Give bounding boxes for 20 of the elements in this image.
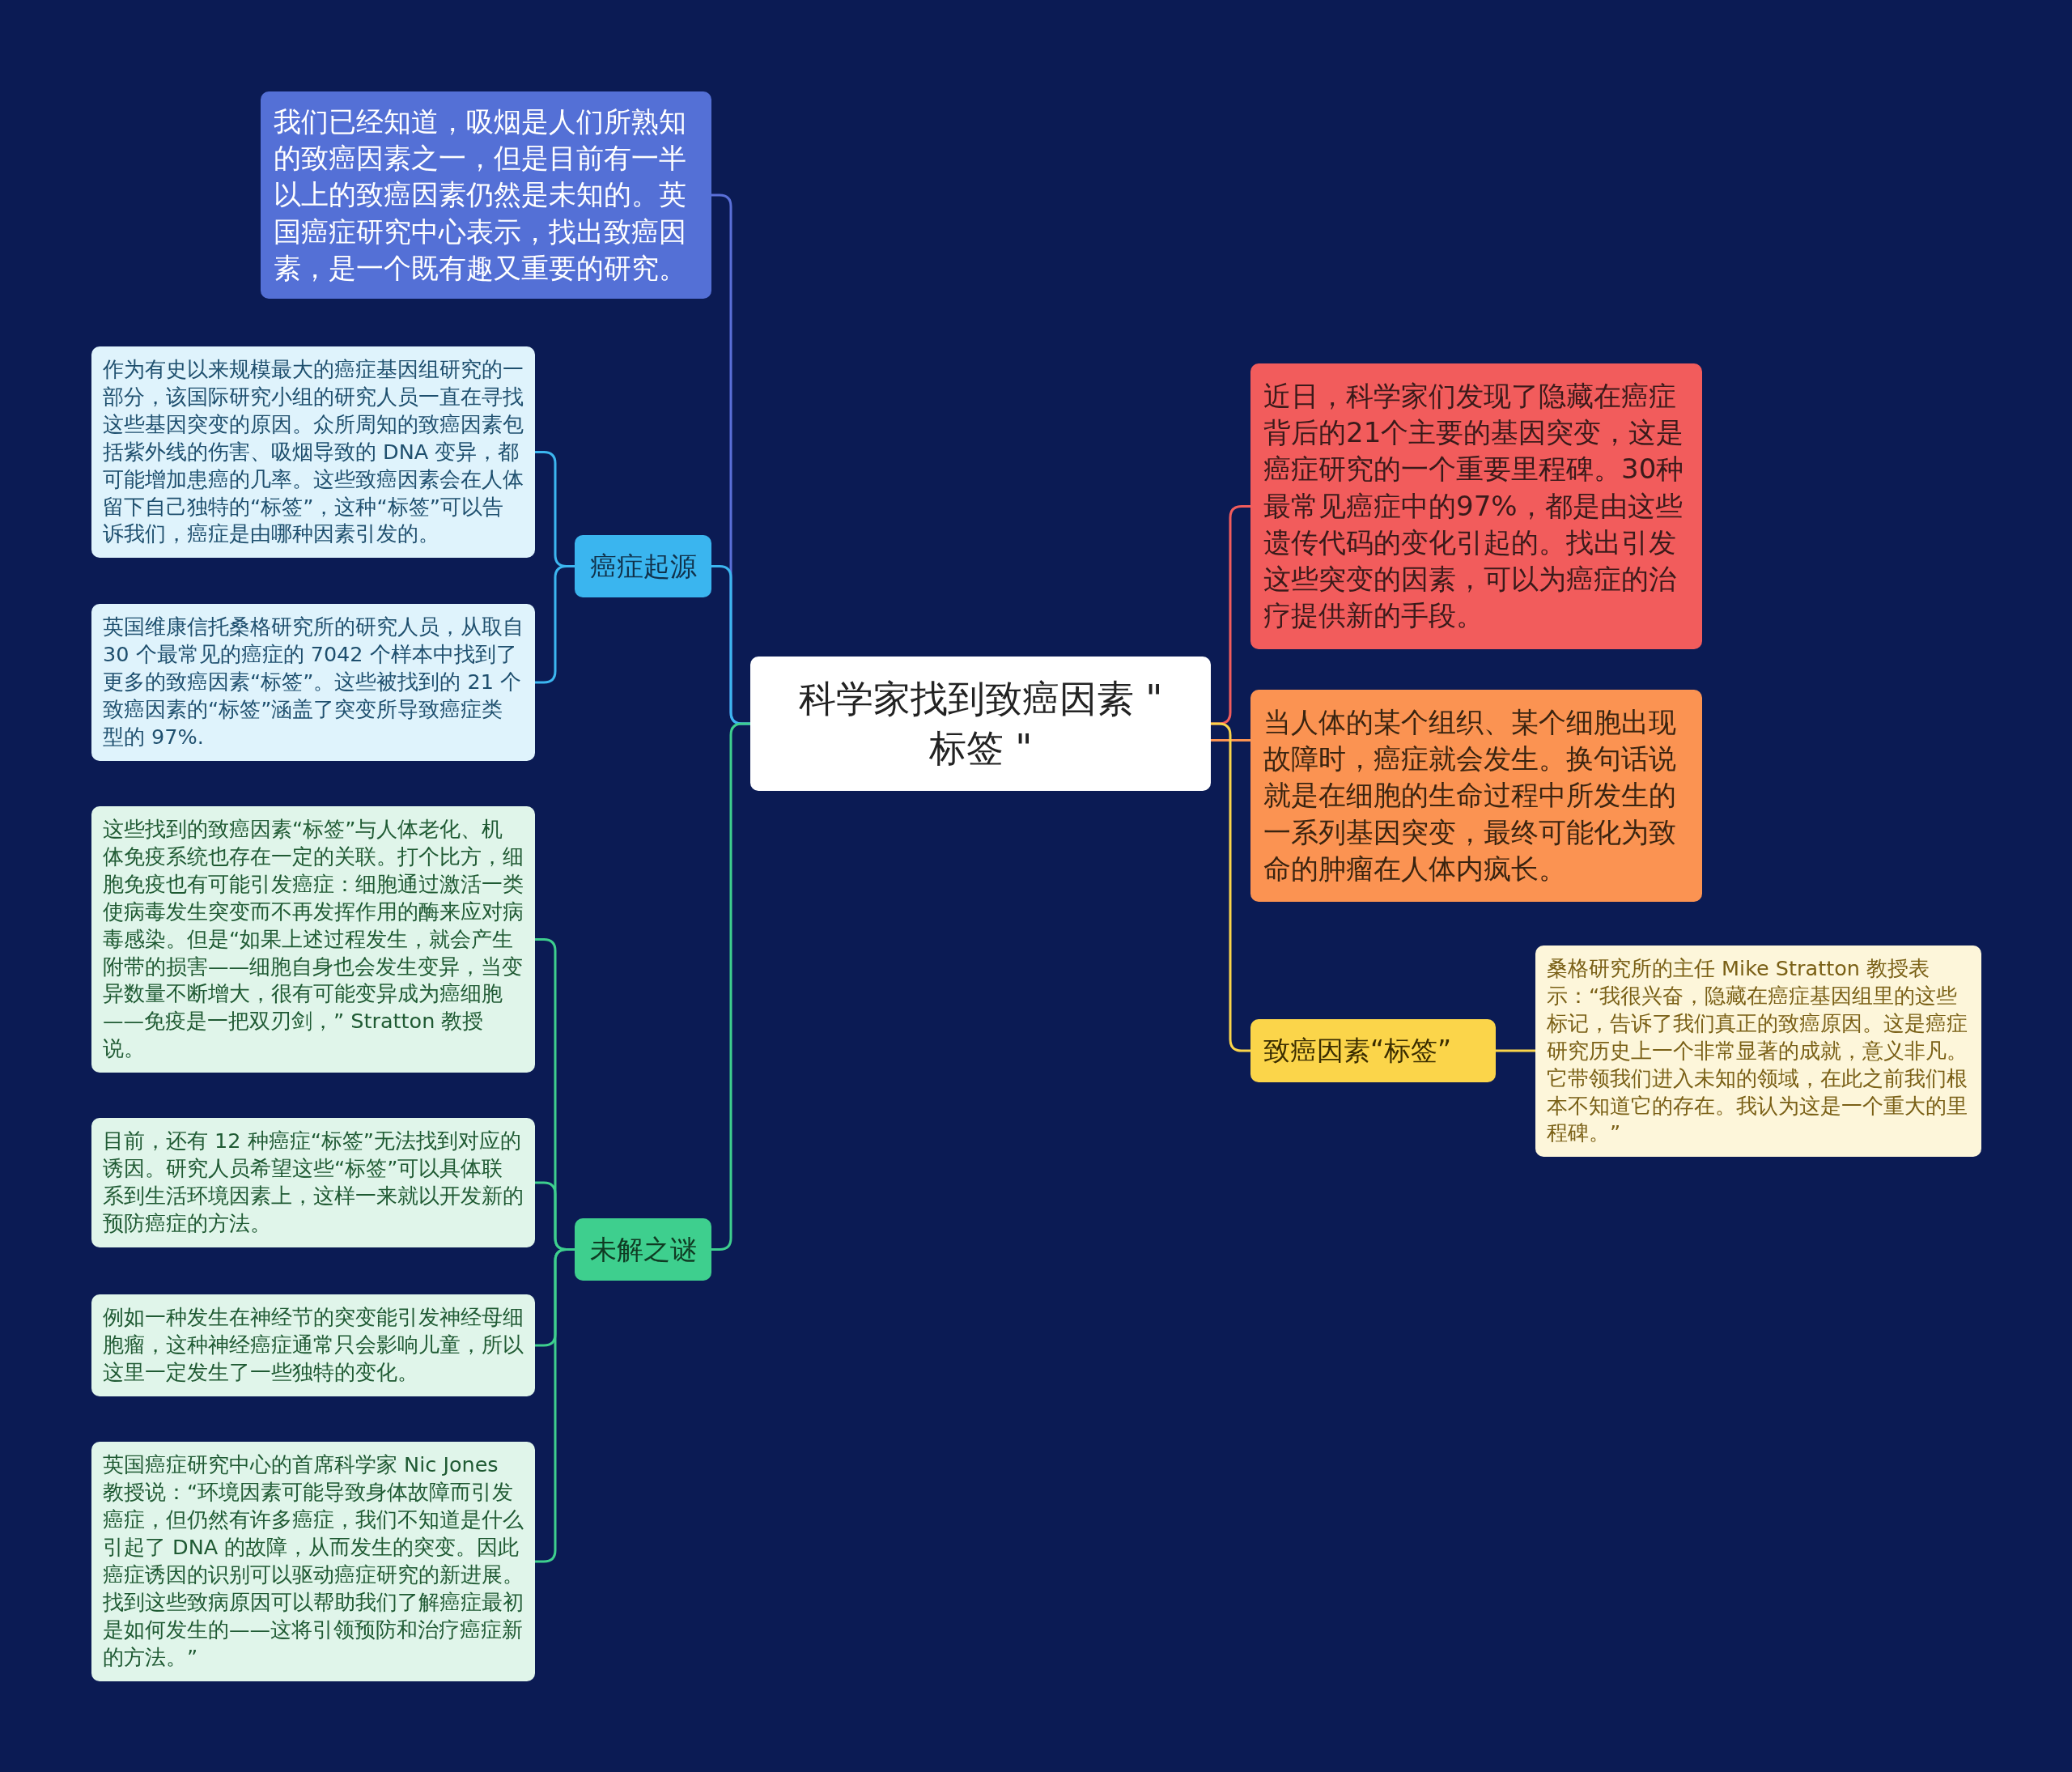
note-box: 当人体的某个组织、某个细胞出现故障时，癌症就会发生。换句话说就是在细胞的生命过程中所发生的一系列基因突变，最终可能化为致命的肿瘤在人体内疯长。 <box>1250 690 1702 903</box>
connector-line <box>1211 722 1250 1052</box>
connector-line <box>1211 739 1250 742</box>
note-box: 例如一种发生在神经节的突变能引发神经母细胞瘤，这种神经癌症通常只会影响儿童，所以这里一定发生了一些独特的变化。 <box>91 1294 535 1396</box>
note-box: 我们已经知道，吸烟是人们所熟知的致癌因素之一，但是目前有一半以上的致癌因素仍然是未知的。英国癌症研究中心表示，找出致癌因素，是一个既有趣又重要的研究。 <box>261 91 711 299</box>
branch-box: 未解之谜 <box>575 1218 711 1281</box>
connector-line <box>711 722 750 1251</box>
connector-line <box>535 565 575 684</box>
note-box: 目前，还有 12 种癌症“标签”无法找到对应的诱因。研究人员希望这些“标签”可以具体联系到生活环境因素上，这样一来就以开发新的预防癌症的方法。 <box>91 1118 535 1247</box>
note-box: 这些找到的致癌因素“标签”与人体老化、机体免疫系统也存在一定的关联。打个比方，细胞免疫也有可能引发癌症：细胞通过激活一类使病毒发生突变而不再发挥作用的酶来应对病毒感染。但是“如果上述过程发生，就会产生附带的损害——细胞自身也会发生变异，当变异数量不断增大，很有可能变异成为癌细胞——免疫是一把双刃剑，” Stratton 教授说。 <box>91 806 535 1073</box>
note-box: 英国维康信托桑格研究所的研究人员，从取自 30 个最常见的癌症的 7042 个样本中找到了更多的致癌因素“标签”。这些被找到的 21 个致癌因素的“标签”涵盖了突变所导致癌症类型的 97%. <box>91 604 535 761</box>
note-box: 近日，科学家们发现了隐藏在癌症背后的21个主要的基因突变，这是癌症研究的一个重要里程碑。30种最常见癌症中的97%，都是由这些遗传代码的变化引起的。找出引发这些突变的因素，可以为癌症的治疗提供新的手段。 <box>1250 363 1702 649</box>
topic-box: 科学家找到致癌因素 " 标签 " <box>750 657 1211 792</box>
note-box: 桑格研究所的主任 Mike Stratton 教授表示：“我很兴奋，隐藏在癌症基因组里的这些标记，告诉了我们真正的致癌原因。这是癌症研究历史上一个非常显著的成就，意义非凡。它带领我们进入未知的领域，在此之前我们根本不知道它的存在。我认为这是一个重大的里程碑。” <box>1535 945 1981 1158</box>
note-box: 英国癌症研究中心的首席科学家 Nic Jones 教授说：“环境因素可能导致身体故障而引发癌症，但仍然有许多癌症，我们不知道是什么引起了 DNA 的故障，从而发生的突变。因此癌症诱因的识别可以驱动癌症研究的新进展。找到这些致病原因可以帮助我们了解癌症最初是如何发生的——这将引领预防和治疗癌症新的方法。” <box>91 1442 535 1681</box>
connector-line <box>1496 1049 1535 1052</box>
branch-box: 癌症起源 <box>575 535 711 597</box>
connector-line <box>535 1248 575 1563</box>
note-box: 作为有史以来规模最大的癌症基因组研究的一部分，该国际研究小组的研究人员一直在寻找这些基因突变的原因。众所周知的致癌因素包括紫外线的伤害、吸烟导致的 DNA 变异，都可能增加患癌的几率。这些致癌因素会在人体留下自己独特的“标签”，这种“标签”可以告诉我们，癌症是由哪种因素引发的。 <box>91 346 535 559</box>
branch-box: 致癌因素“标签” <box>1250 1019 1496 1082</box>
